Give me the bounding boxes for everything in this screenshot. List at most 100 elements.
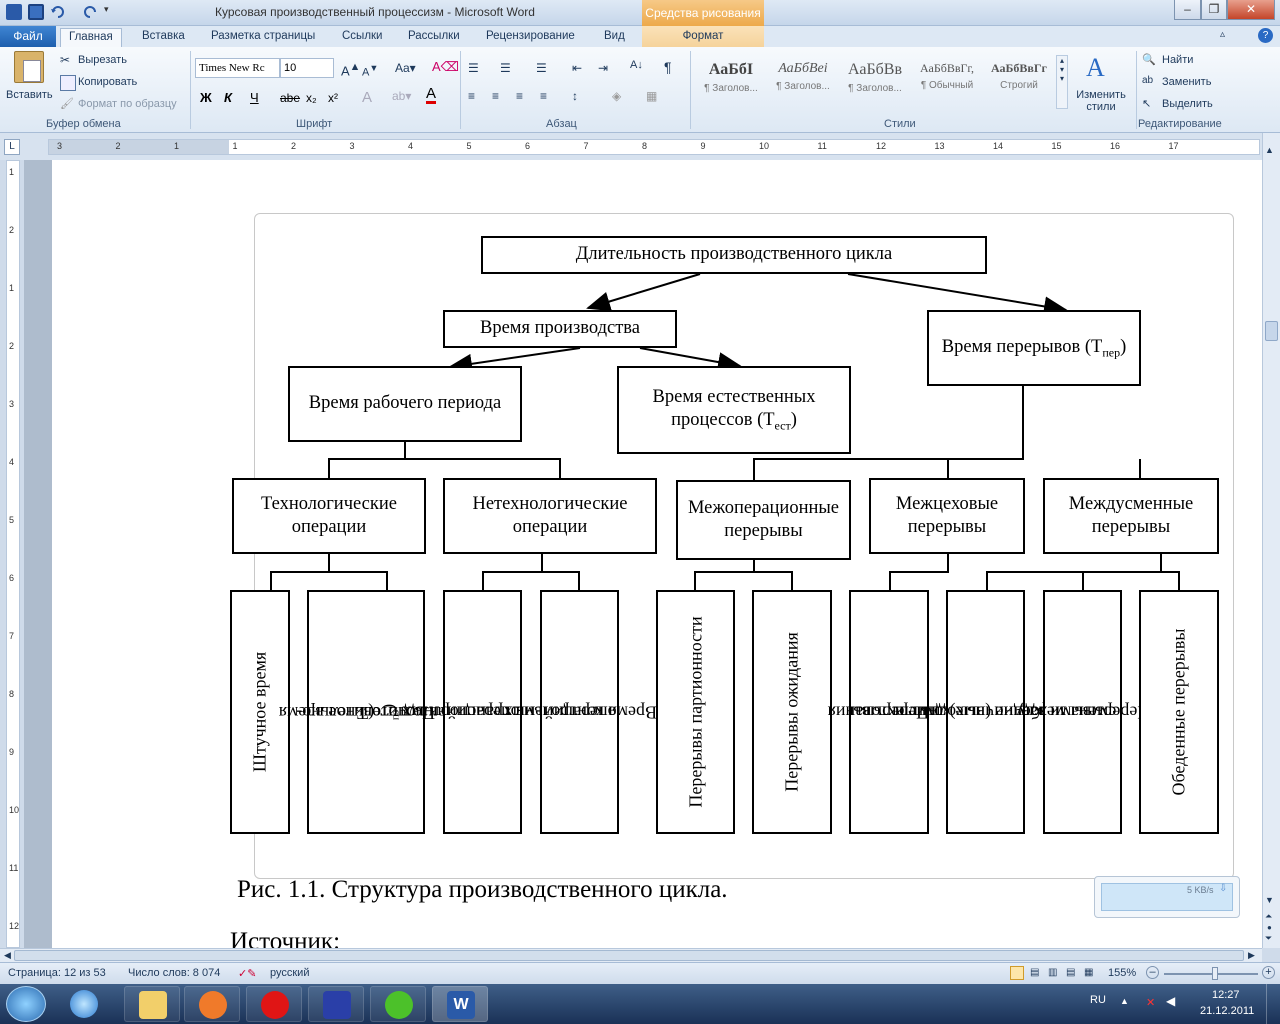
- box-production-time[interactable]: Время производства: [443, 310, 677, 348]
- taskbar-opera[interactable]: [246, 986, 302, 1022]
- taskbar-media[interactable]: [184, 986, 240, 1022]
- page[interactable]: Длительность производственного цикла Вре…: [52, 160, 1262, 948]
- word-app-icon[interactable]: [6, 4, 22, 20]
- strikethrough-button[interactable]: abe: [280, 91, 301, 105]
- italic-button[interactable]: К: [224, 90, 232, 105]
- tab-references[interactable]: Ссылки: [342, 30, 383, 42]
- style-normal[interactable]: АаБбВвГг,¶ Обычный: [919, 61, 974, 91]
- tab-review[interactable]: Рецензирование: [486, 30, 575, 42]
- style-heading-1[interactable]: АаБбІ¶ Заголов...: [704, 61, 758, 94]
- taskbar-explorer[interactable]: [124, 986, 180, 1022]
- help-icon[interactable]: ?: [1258, 28, 1273, 43]
- tab-view[interactable]: Вид: [604, 30, 625, 42]
- view-reading-icon[interactable]: ▤: [1030, 967, 1040, 978]
- tab-home[interactable]: Главная: [60, 28, 122, 47]
- style-heading-3[interactable]: АаБбВв¶ Заголов...: [848, 61, 902, 94]
- zoom-out-icon[interactable]: –: [1146, 966, 1159, 979]
- line-spacing-icon[interactable]: ↕: [572, 89, 578, 103]
- hscroll-left-icon[interactable]: ◀: [4, 950, 11, 960]
- copy-icon[interactable]: [60, 75, 76, 91]
- numbering-icon[interactable]: ☰: [500, 61, 511, 75]
- zoom-in-icon[interactable]: +: [1262, 966, 1275, 979]
- vertical-scrollbar[interactable]: ▲ ▼ ⏶ ● ⏷: [1262, 133, 1280, 948]
- taskbar-icq[interactable]: [370, 986, 426, 1022]
- scroll-up-icon[interactable]: ▲: [1265, 145, 1274, 155]
- box-intershop-breaks[interactable]: Межцеховые перерывы: [869, 478, 1025, 554]
- volume-icon[interactable]: ◀: [1166, 994, 1176, 1008]
- tab-selector-icon[interactable]: L: [4, 139, 20, 155]
- view-outline-icon[interactable]: ▤: [1066, 967, 1076, 978]
- style-heading-2[interactable]: АаБбВеі¶ Заголов...: [776, 61, 830, 92]
- text-effects-icon[interactable]: A: [362, 89, 373, 106]
- increase-indent-icon[interactable]: ⇥: [598, 61, 609, 75]
- clock-date[interactable]: 21.12.2011: [1200, 1005, 1255, 1017]
- change-styles-icon[interactable]: A: [1086, 53, 1105, 82]
- save-icon[interactable]: [28, 4, 44, 20]
- font-size-combo[interactable]: 10: [280, 58, 334, 78]
- show-desktop-button[interactable]: [1266, 984, 1280, 1024]
- tab-mailings[interactable]: Рассылки: [408, 30, 460, 42]
- horizontal-scrollbar[interactable]: ◀ ▶: [0, 948, 1262, 962]
- network-speed-widget[interactable]: 5 KB/s ⇩: [1094, 876, 1240, 918]
- page-count[interactable]: Страница: 12 из 53: [8, 967, 106, 979]
- cut-icon[interactable]: ✂: [60, 53, 71, 67]
- subscript-button[interactable]: x₂: [306, 91, 317, 105]
- tab-insert[interactable]: Вставка: [142, 30, 185, 42]
- minimize-ribbon-icon[interactable]: ▵: [1220, 29, 1226, 40]
- show-marks-icon[interactable]: ¶: [664, 59, 672, 75]
- underline-button[interactable]: Ч: [250, 90, 259, 105]
- redo-icon[interactable]: [82, 4, 98, 20]
- tab-format[interactable]: Формат: [642, 26, 764, 47]
- language-indicator[interactable]: русский: [270, 967, 310, 979]
- browse-object-icon[interactable]: ●: [1267, 923, 1272, 932]
- box-lunch-breaks[interactable]: Обеденные перерывы: [1139, 590, 1219, 834]
- hscroll-thumb[interactable]: [14, 950, 1244, 961]
- box-technological-operations[interactable]: Технологические операции: [232, 478, 426, 554]
- document-area[interactable]: Длительность производственного цикла Вре…: [24, 160, 1262, 948]
- zoom-slider-thumb[interactable]: [1212, 967, 1218, 980]
- view-print-layout-icon[interactable]: [1010, 966, 1024, 980]
- replace-button[interactable]: Заменить: [1162, 76, 1212, 88]
- select-button[interactable]: Выделить: [1162, 98, 1213, 110]
- box-batch-breaks[interactable]: Перерывы партионности: [656, 590, 735, 834]
- paste-icon[interactable]: [14, 51, 44, 83]
- hscroll-right-icon[interactable]: ▶: [1248, 950, 1255, 960]
- paste-button[interactable]: Вставить: [6, 89, 53, 101]
- find-icon[interactable]: 🔍: [1142, 54, 1156, 66]
- format-painter-icon[interactable]: 🖌: [60, 98, 74, 110]
- taskbar-save[interactable]: [308, 986, 364, 1022]
- change-styles-button[interactable]: Изменить стили: [1076, 89, 1126, 113]
- qat-dropdown-icon[interactable]: ▾: [104, 4, 109, 14]
- multilevel-list-icon[interactable]: ☰: [536, 61, 547, 75]
- view-draft-icon[interactable]: ▦: [1084, 967, 1094, 978]
- decrease-indent-icon[interactable]: ⇤: [572, 61, 583, 75]
- box-interoperation-breaks[interactable]: Межоперационные перерывы: [676, 480, 851, 560]
- bullets-icon[interactable]: ☰: [468, 61, 479, 75]
- taskbar-word[interactable]: W: [432, 986, 488, 1022]
- clear-format-icon[interactable]: A⌫: [432, 59, 460, 74]
- scroll-thumb[interactable]: [1265, 321, 1278, 341]
- shrink-font-icon[interactable]: A▼: [362, 63, 379, 79]
- align-left-icon[interactable]: ≡: [468, 89, 476, 103]
- align-right-icon[interactable]: ≡: [516, 89, 524, 103]
- box-nontechnological-operations[interactable]: Нетехнологические операции: [443, 478, 657, 554]
- styles-scroll[interactable]: ▴▾▾: [1056, 55, 1068, 109]
- close-button[interactable]: ✕: [1227, 0, 1275, 20]
- copy-button[interactable]: Копировать: [78, 76, 138, 88]
- shading-icon[interactable]: ◈: [612, 89, 622, 103]
- word-count[interactable]: Число слов: 8 074: [128, 967, 221, 979]
- select-icon[interactable]: ↖: [1142, 98, 1152, 110]
- ie-icon[interactable]: [70, 990, 98, 1018]
- start-button[interactable]: [6, 986, 46, 1022]
- undo-icon[interactable]: [50, 4, 66, 20]
- box-break-time[interactable]: Время перерывов (Тпер): [927, 310, 1141, 386]
- box-waiting-breaks[interactable]: Перерывы ожидания: [752, 590, 832, 834]
